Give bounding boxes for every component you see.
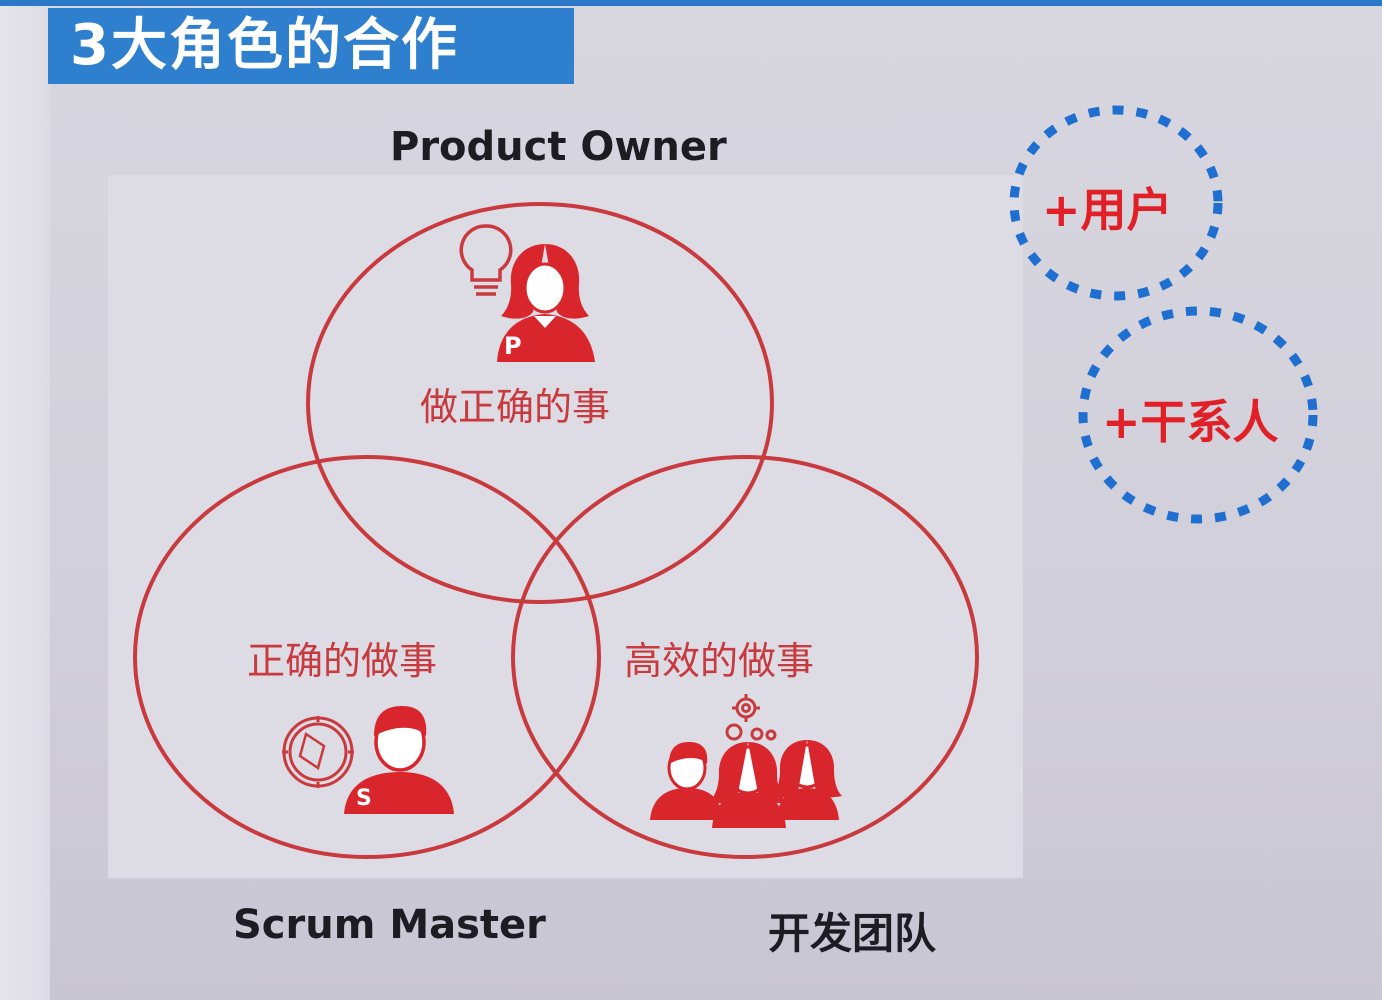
compass-icon xyxy=(282,716,354,788)
dev-team-label: 开发团队 xyxy=(768,909,937,958)
dev-team-circle xyxy=(511,455,979,859)
top-accent-rule xyxy=(0,0,1382,6)
product-owner-circle-text: 做正确的事 xyxy=(420,385,611,429)
slide-title: 3大角色的合作 xyxy=(48,8,574,84)
stakeholders-bubble-text: +干系人 xyxy=(1102,395,1279,449)
product-owner-badge: P xyxy=(504,332,522,360)
left-margin-strip xyxy=(0,0,50,1000)
product-owner-label: Product Owner xyxy=(390,124,727,170)
woman-avatar-icon xyxy=(497,244,595,362)
scrum-master-circle-text: 正确的做事 xyxy=(247,639,438,683)
gears-icon xyxy=(725,694,777,741)
users-bubble xyxy=(1009,105,1223,301)
product-owner-circle xyxy=(306,202,774,604)
lightbulb-icon xyxy=(459,224,513,296)
scrum-master-label: Scrum Master xyxy=(233,902,546,948)
man-avatar-icon xyxy=(344,706,454,814)
scrum-master-circle xyxy=(133,455,601,859)
users-bubble-text: +用户 xyxy=(1042,183,1173,237)
team-group-icon xyxy=(650,740,842,828)
stakeholders-bubble xyxy=(1078,306,1318,524)
scrum-master-badge: S xyxy=(356,786,372,811)
dev-team-circle-text: 高效的做事 xyxy=(624,639,815,683)
